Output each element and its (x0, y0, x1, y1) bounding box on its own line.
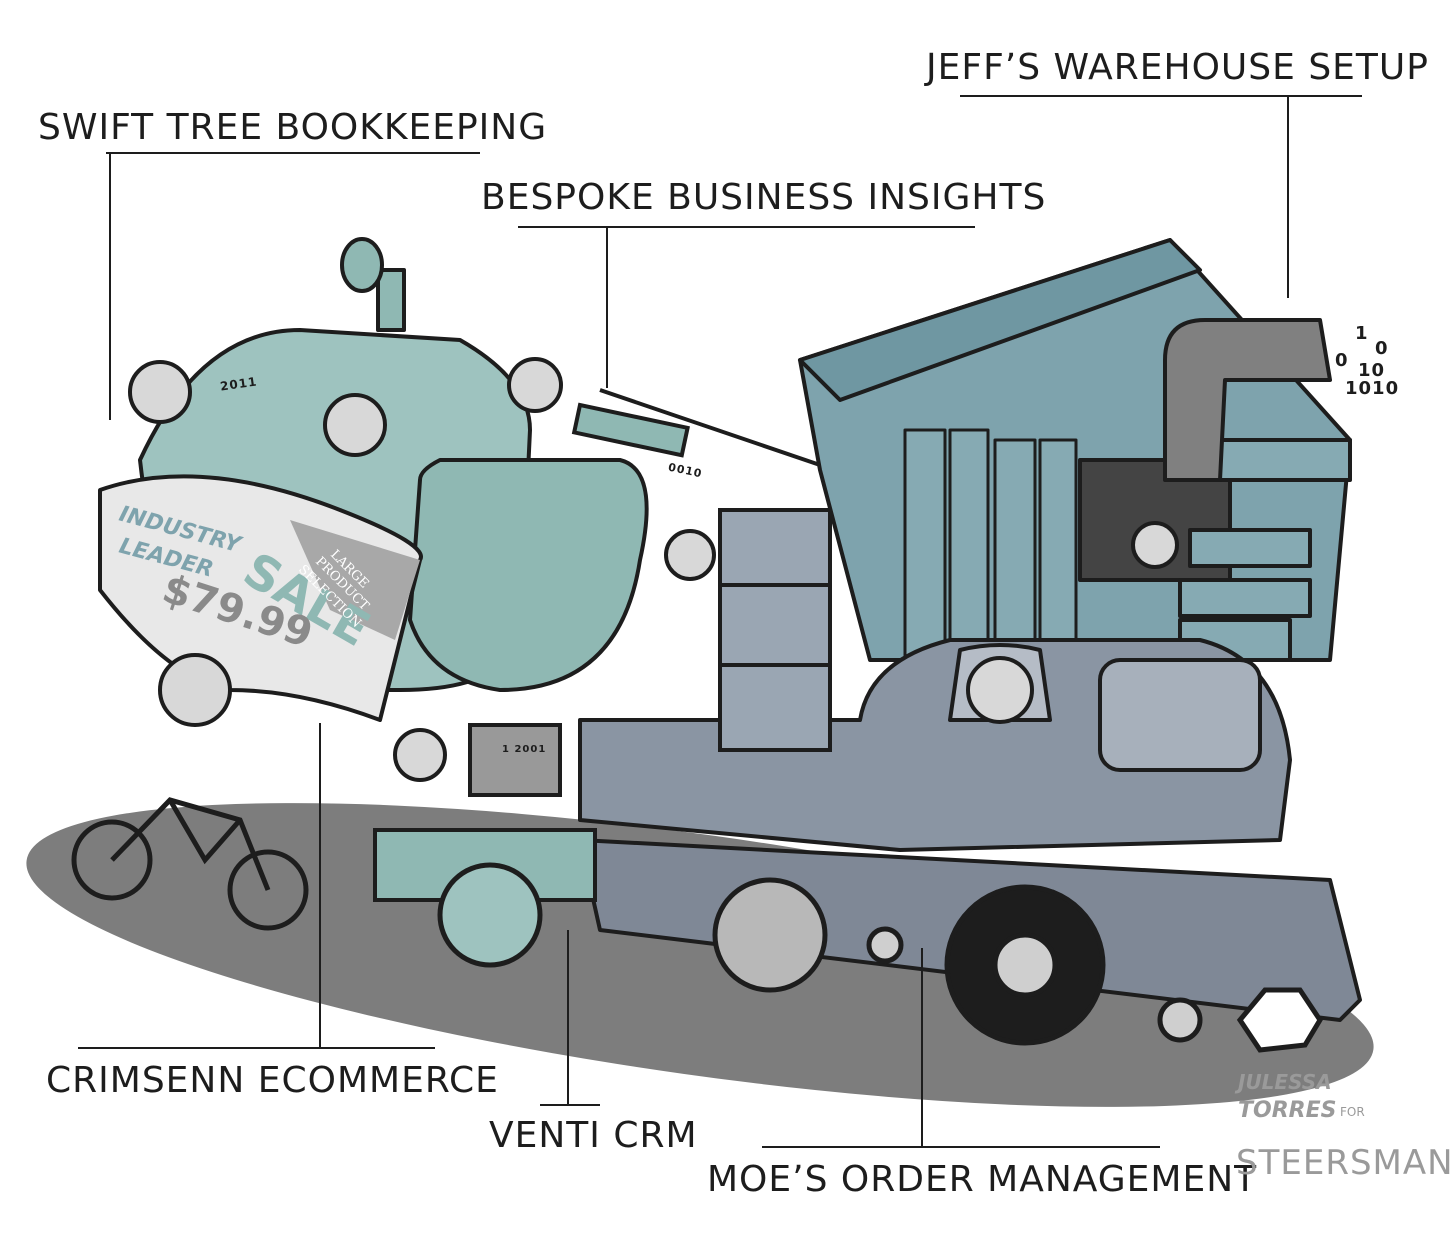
binary-2: 0 (1375, 338, 1389, 359)
label-crimsenn-ecommerce: CRIMSENN ECOMMERCE (46, 1060, 499, 1101)
binary-1: 1 (1355, 323, 1369, 344)
label-swift-tree-bookkeeping: SWIFT TREE BOOKKEEPING (38, 107, 548, 148)
bicycle (110, 797, 271, 891)
binary-4: 10 (1358, 360, 1386, 381)
monitor-text: 1 2001 (502, 744, 547, 755)
credit-brand: STEERSMAN (1236, 1143, 1454, 1183)
filing-cabinet (718, 508, 832, 752)
wheels (71, 819, 1323, 1053)
credit-for: FOR (1340, 1105, 1365, 1119)
credit-name-first: JULESSA (1238, 1070, 1332, 1094)
binary-3: 0 (1335, 350, 1349, 371)
telescope (571, 388, 821, 467)
label-jeffs-warehouse-setup: JEFF’S WAREHOUSE SETUP (926, 47, 1429, 88)
people (128, 357, 1179, 782)
credit-name-last: TORRES (1238, 1098, 1337, 1123)
warehouse-shed (798, 238, 1352, 662)
binary-5: 1010 (1345, 378, 1400, 399)
label-moes-order-management: MOE’S ORDER MANAGEMENT (707, 1159, 1258, 1200)
label-bespoke-business-insights: BESPOKE BUSINESS INSIGHTS (481, 177, 1047, 218)
leader-lines (78, 95, 1362, 1148)
label-venti-crm: VENTI CRM (489, 1115, 698, 1156)
